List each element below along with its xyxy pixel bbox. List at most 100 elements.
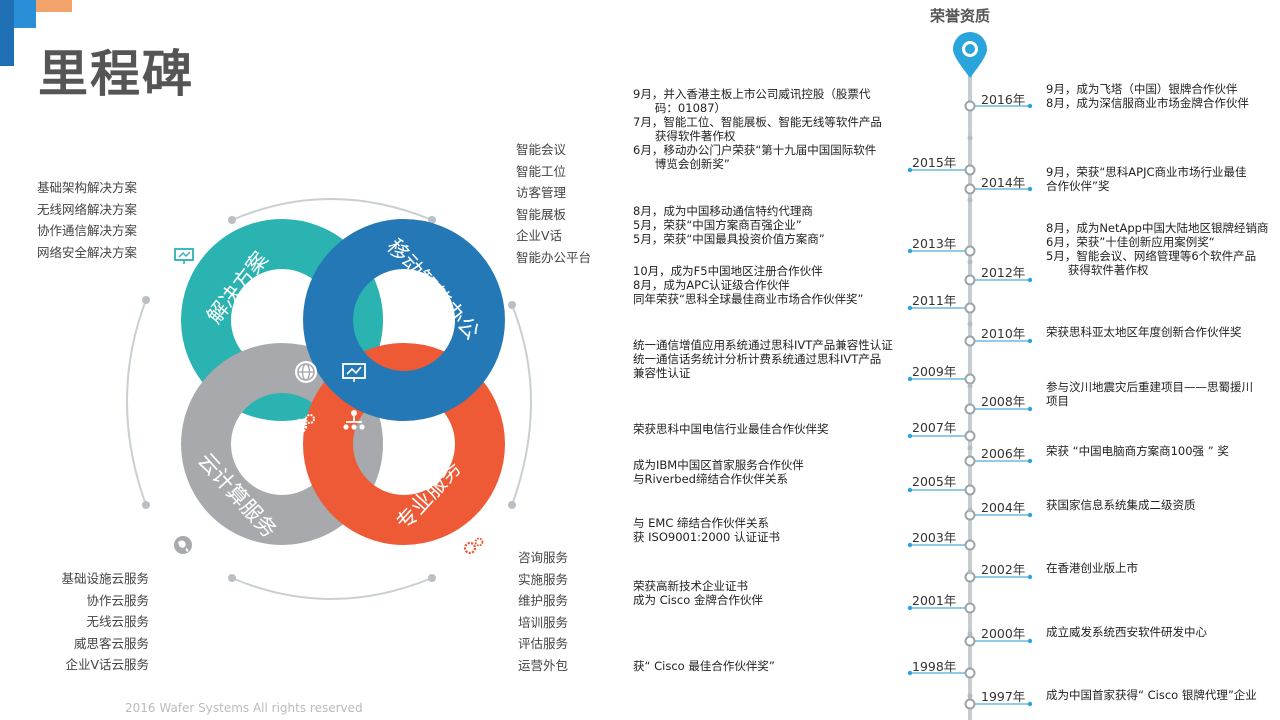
connector-end-dot bbox=[907, 167, 913, 173]
timeline-marker bbox=[964, 100, 976, 112]
timeline-minor-dot bbox=[967, 321, 973, 327]
event-text: 成为中国首家获得“ Cisco 银牌代理”企业 bbox=[1046, 688, 1257, 702]
connector-end-dot bbox=[1027, 186, 1033, 192]
mobile-list: 智能会议 智能工位 访客管理 智能展板 企业V话 智能办公平台 bbox=[516, 139, 591, 268]
event-text: 8月，成为NetApp中国大陆地区银牌经销商 6月，荣获”十佳创新应用案例奖“ … bbox=[1046, 221, 1269, 277]
timeline-marker bbox=[964, 245, 976, 257]
corner-decoration bbox=[0, 0, 14, 66]
event-text: 9月，成为飞塔（中国）银牌合作伙伴 8月，成为深信服商业市场金牌合作伙伴 bbox=[1046, 82, 1249, 110]
timeline-minor-dot bbox=[967, 631, 973, 637]
list-item: 咨询服务 bbox=[518, 550, 569, 565]
event-year: 2000年 bbox=[981, 626, 1026, 641]
location-pin-icon bbox=[953, 32, 987, 78]
gears-icon bbox=[463, 537, 484, 555]
event-text: 荣获高新技术企业证书 成为 Cisco 金牌合作伙伴 bbox=[633, 579, 763, 607]
list-item: 智能展板 bbox=[516, 206, 567, 222]
timeline-marker bbox=[964, 430, 976, 442]
timeline-minor-dot bbox=[967, 383, 973, 389]
list-item: 运营外包 bbox=[518, 657, 569, 673]
event-year: 2014年 bbox=[981, 175, 1026, 190]
timeline-marker bbox=[964, 302, 976, 314]
event-text: 成为IBM中国区首家服务合作伙伴 与Riverbed缔结合作伙伴关系 bbox=[633, 458, 804, 486]
presentation-board-icon bbox=[342, 363, 366, 382]
connector-end-dot bbox=[1027, 458, 1033, 464]
ring-professional bbox=[303, 343, 505, 545]
list-item: 访客管理 bbox=[516, 185, 567, 200]
timeline-minor-dot bbox=[967, 693, 973, 699]
connector-end-dot bbox=[1027, 512, 1033, 518]
event-year: 2001年 bbox=[912, 593, 957, 608]
professional-list: 咨询服务 实施服务 维护服务 培训服务 评估服务 运营外包 bbox=[518, 547, 568, 676]
connector-end-dot bbox=[1027, 574, 1033, 580]
event-text: 荣获 “中国电脑商方案商100强 ” 奖 bbox=[1046, 444, 1229, 458]
solutions-list: 基础架构解决方案 无线网络解决方案 协作通信解决方案 网络安全解决方案 bbox=[20, 177, 137, 263]
event-year: 2005年 bbox=[912, 474, 957, 489]
event-text: 在香港创业版上市 bbox=[1046, 561, 1138, 575]
connector-end-dot bbox=[1027, 103, 1033, 109]
connector-end-dot bbox=[907, 433, 913, 439]
org-chart-icon bbox=[469, 253, 487, 271]
timeline-marker bbox=[964, 164, 976, 176]
list-item: 协作通信解决方案 bbox=[36, 223, 137, 238]
event-text: 荣获思科中国电信行业最佳合作伙伴奖 bbox=[633, 422, 829, 436]
list-item: 企业V话云服务 bbox=[65, 657, 149, 672]
connector-end-dot bbox=[907, 248, 913, 254]
timeline-minor-dot bbox=[967, 197, 973, 203]
list-item: 实施服务 bbox=[518, 571, 569, 587]
event-text: 10月，成为F5中国地区注册合作伙伴 8月，成为APC认证级合作伙伴 同年荣获“… bbox=[633, 264, 864, 306]
list-item: 无线云服务 bbox=[86, 614, 149, 629]
corner-decoration bbox=[36, 0, 72, 12]
event-year: 2004年 bbox=[981, 500, 1026, 515]
timeline-marker bbox=[964, 602, 976, 614]
event-year: 2016年 bbox=[981, 92, 1026, 107]
timeline-marker bbox=[964, 484, 976, 496]
corner-decoration bbox=[14, 0, 36, 28]
timeline-minor-dot bbox=[967, 507, 973, 513]
list-item: 评估服务 bbox=[518, 636, 569, 651]
timeline-heading: 荣誉资质 bbox=[930, 7, 991, 25]
event-text: 获国家信息系统集成二级资质 bbox=[1046, 498, 1196, 512]
event-text: 9月，并入香港主板上市公司威讯控股（股票代 码：01087） 7月，智能工位、智… bbox=[633, 87, 882, 171]
service-ring-diagram: 解决方案 移动智能办公 云计算服务 专业服务 bbox=[126, 198, 532, 600]
event-year: 2012年 bbox=[981, 265, 1026, 280]
timeline-marker bbox=[964, 698, 976, 710]
event-year: 2007年 bbox=[912, 420, 957, 435]
list-item: 维护服务 bbox=[518, 593, 569, 608]
connector-end-dot bbox=[907, 376, 913, 382]
globe-icon bbox=[295, 361, 317, 383]
list-item: 智能办公平台 bbox=[516, 249, 592, 265]
list-item: 基础设施云服务 bbox=[61, 571, 149, 586]
connector-end-dot bbox=[1027, 701, 1033, 707]
list-item: 基础架构解决方案 bbox=[36, 180, 137, 195]
timeline-marker bbox=[964, 539, 976, 551]
gears-icon bbox=[292, 414, 315, 434]
list-item: 网络安全解决方案 bbox=[36, 244, 137, 260]
timeline-marker bbox=[964, 274, 976, 286]
event-text: 统一通信增值应用系统通过思科IVT产品兼容性认证 统一通信话务统计分析计费系统通… bbox=[633, 338, 893, 380]
event-text: 获“ Cisco 最佳合作伙伴奖” bbox=[633, 659, 775, 673]
outer-arcs bbox=[126, 198, 532, 600]
event-year: 2009年 bbox=[912, 364, 957, 379]
event-text: 9月，荣获“思科APJC商业市场行业最佳 合作伙伴”奖 bbox=[1046, 165, 1247, 193]
list-item: 企业V话 bbox=[516, 228, 563, 243]
event-year: 2013年 bbox=[912, 236, 957, 251]
list-item: 智能会议 bbox=[516, 142, 567, 157]
connector-end-dot bbox=[1027, 277, 1033, 283]
list-item: 协作云服务 bbox=[86, 592, 149, 608]
timeline-marker bbox=[964, 455, 976, 467]
timeline-minor-dot bbox=[967, 569, 973, 575]
event-year: 2015年 bbox=[912, 155, 957, 170]
event-year: 2008年 bbox=[981, 394, 1026, 409]
connector-end-dot bbox=[907, 670, 913, 676]
ring-cloud bbox=[181, 343, 383, 545]
timeline-minor-dot bbox=[967, 135, 973, 141]
arc-endpoints bbox=[142, 216, 516, 582]
connector-end-dot bbox=[1027, 638, 1033, 644]
event-text: 参与汶川地震灾后重建项目——思蜀援川 项目 bbox=[1046, 380, 1253, 408]
org-chart-icon bbox=[343, 410, 365, 430]
event-year: 2002年 bbox=[981, 562, 1026, 577]
list-item: 威思客云服务 bbox=[73, 635, 149, 651]
list-item: 无线网络解决方案 bbox=[36, 201, 137, 217]
event-text: 与 EMC 缔结合作伙伴关系 获 ISO9001:2000 认证证书 bbox=[633, 516, 780, 544]
page-title: 里程碑 bbox=[38, 45, 194, 103]
